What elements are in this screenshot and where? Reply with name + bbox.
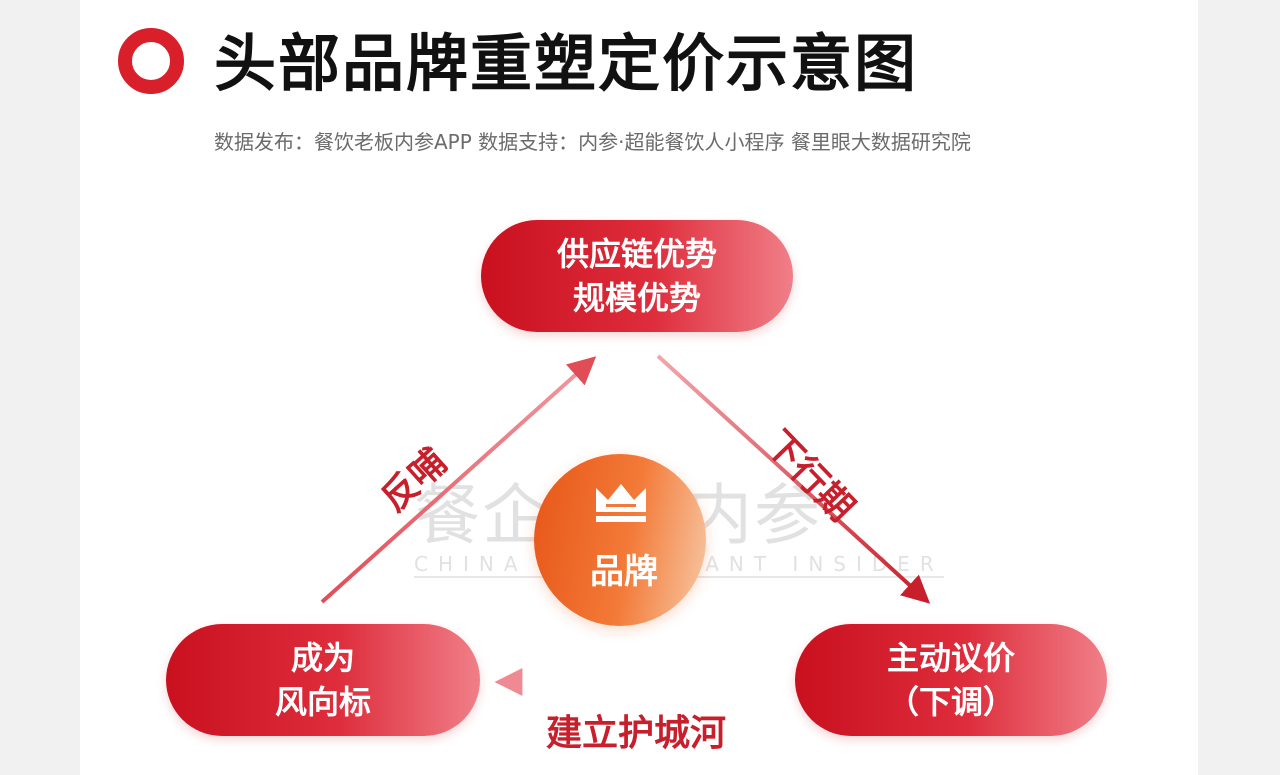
brand-center-label: 品牌 — [590, 552, 658, 592]
node-right-line-1: 主动议价 — [886, 639, 1015, 677]
node-trendsetter: 成为 风向标 — [166, 624, 480, 736]
node-left-line-2: 风向标 — [274, 683, 371, 721]
node-left-line-1: 成为 — [290, 639, 355, 677]
data-source-note: 数据发布：餐饮老板内参APP 数据支持：内参·超能餐饮人小程序 餐里眼大数据研究… — [214, 130, 971, 154]
node-top-line-1: 供应链优势 — [556, 235, 717, 273]
arrow-top-to-right — [656, 354, 931, 604]
node-right-line-2: （下调） — [886, 683, 1015, 721]
node-active-pricing: 主动议价 （下调） — [795, 624, 1107, 736]
crown-icon — [596, 484, 646, 522]
arrow-left-to-top — [320, 356, 597, 604]
node-supply-chain: 供应链优势 规模优势 — [481, 220, 793, 332]
page-title: 头部品牌重塑定价示意图 — [214, 27, 919, 100]
brand-center-circle — [534, 454, 706, 626]
node-top-line-2: 规模优势 — [572, 279, 701, 317]
edge-label-right-to-left: 建立护城河 — [546, 713, 727, 754]
